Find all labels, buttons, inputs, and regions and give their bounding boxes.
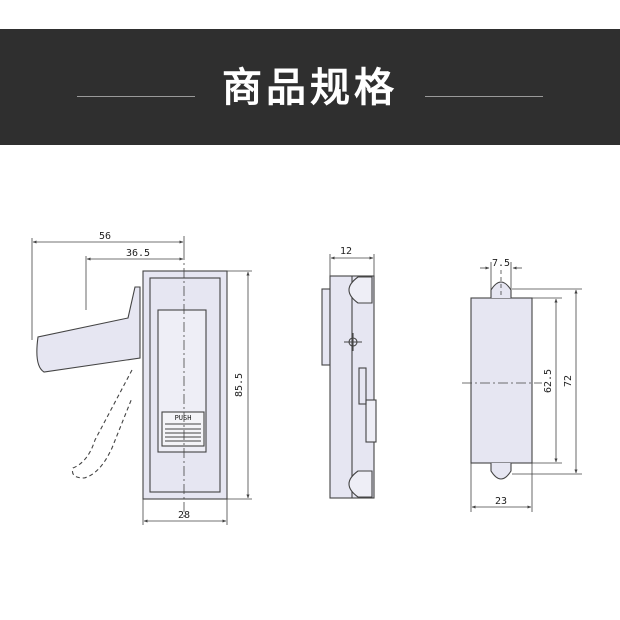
front-view [36, 250, 228, 520]
dim-back-height: 72 [563, 375, 574, 387]
back-body [470, 297, 533, 464]
dim-handle-offset: 36.5 [126, 248, 150, 259]
dim-tab-width: 7.5 [492, 258, 510, 269]
dim-thickness: 12 [340, 246, 352, 257]
dim-overall-width: 56 [99, 231, 111, 242]
handle-lever [36, 286, 141, 373]
banner-divider-left [77, 96, 195, 97]
banner-divider-right [425, 96, 543, 97]
dim-body-width: 28 [178, 510, 190, 521]
title-banner [0, 29, 620, 145]
dim-back-width: 23 [495, 496, 507, 507]
side-bottom-lug [348, 470, 373, 498]
page-title: 商品规格 [222, 64, 398, 111]
side-top-lug [348, 276, 373, 304]
push-label: PUSH [175, 414, 192, 422]
back-bottom-tab [490, 463, 512, 480]
back-view [462, 270, 542, 480]
lock-body-inner [149, 277, 221, 493]
dim-hole-spacing: 62.5 [543, 369, 554, 393]
side-view-dimensions [329, 254, 375, 276]
front-view-dimensions [31, 236, 252, 525]
side-view [321, 275, 377, 499]
side-latch [365, 399, 377, 443]
handle-open-outline [71, 369, 133, 479]
dim-front-height: 85.5 [234, 373, 245, 397]
side-back-plate [321, 288, 331, 366]
back-view-dimensions [470, 262, 582, 512]
